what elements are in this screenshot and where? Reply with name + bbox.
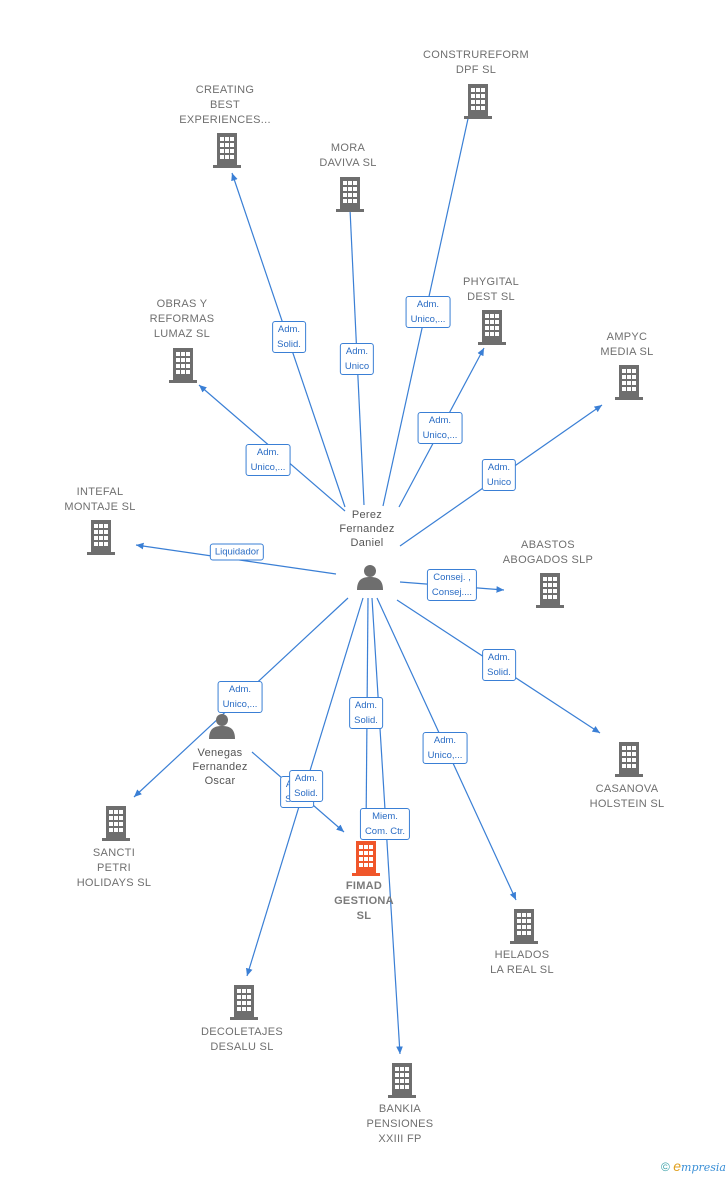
- building-icon-fimad[interactable]: [352, 841, 380, 876]
- edge-label-perez-casanova[interactable]: Adm. Solid.: [482, 649, 516, 681]
- brand-logo-initial: e: [673, 1158, 682, 1174]
- company-label-phygital[interactable]: PHYGITAL DEST SL: [463, 276, 519, 303]
- company-label-sancti[interactable]: SANCTI PETRI HOLIDAYS SL: [76, 847, 152, 889]
- person-label-perez[interactable]: Perez Fernandez Daniel: [339, 509, 395, 549]
- company-label-decoletajes[interactable]: DECOLETAJES DESALU SL: [201, 1026, 283, 1053]
- edge-label-perez-abastos[interactable]: Consej. , Consej....: [426, 569, 478, 601]
- edge-label-perez-sancti[interactable]: Adm. Unico,...: [217, 681, 263, 713]
- building-icon-construreform[interactable]: [464, 84, 492, 119]
- building-icon-intefal[interactable]: [87, 520, 115, 555]
- nodes-layer: [87, 84, 643, 1098]
- person-icon-perez[interactable]: [357, 565, 383, 590]
- edge-label-venegas-fimad[interactable]: Adm. Solid.: [289, 770, 323, 802]
- company-label-creating[interactable]: CREATING BEST EXPERIENCES...: [179, 84, 271, 126]
- edge-label-perez-intefal[interactable]: Liquidador: [209, 543, 265, 561]
- building-icon-mora[interactable]: [336, 177, 364, 212]
- person-label-venegas[interactable]: Venegas Fernandez Oscar: [192, 747, 248, 787]
- edge-label-perez-phygital[interactable]: Adm. Unico,...: [417, 412, 463, 444]
- edge-label-perez-ampyc[interactable]: Adm. Unico: [481, 459, 517, 491]
- building-icon-ampyc[interactable]: [615, 365, 643, 400]
- company-label-ampyc[interactable]: AMPYC MEDIA SL: [600, 331, 654, 358]
- edge-label-perez-mora[interactable]: Adm. Unico: [339, 343, 375, 375]
- building-icon-decoletajes[interactable]: [230, 985, 258, 1020]
- building-icon-helados[interactable]: [510, 909, 538, 944]
- edge-label-perez-fimad[interactable]: Adm. Solid.: [349, 697, 383, 729]
- company-label-abastos[interactable]: ABASTOS ABOGADOS SLP: [502, 539, 594, 566]
- company-label-casanova[interactable]: CASANOVA HOLSTEIN SL: [589, 783, 665, 810]
- building-icon-phygital[interactable]: [478, 310, 506, 345]
- footer: © empresia: [661, 1158, 726, 1174]
- building-icon-obras[interactable]: [169, 348, 197, 383]
- edge-label-perez-bankia[interactable]: Miem. Com. Ctr.: [359, 808, 411, 840]
- company-label-bankia[interactable]: BANKIA PENSIONES XXIII FP: [366, 1103, 434, 1145]
- building-icon-creating[interactable]: [213, 133, 241, 168]
- company-label-mora[interactable]: MORA DAVIVA SL: [319, 142, 377, 169]
- edge-label-perez-construreform[interactable]: Adm. Unico,...: [405, 296, 451, 328]
- person-icon-venegas[interactable]: [209, 714, 235, 739]
- building-icon-sancti[interactable]: [102, 806, 130, 841]
- edge-label-perez-helados[interactable]: Adm. Unico,...: [422, 732, 468, 764]
- copyright-icon: ©: [661, 1160, 670, 1174]
- brand-logo[interactable]: mpresia: [681, 1161, 726, 1174]
- company-label-intefal[interactable]: INTEFAL MONTAJE SL: [64, 486, 136, 513]
- edge-label-perez-creating[interactable]: Adm. Solid.: [272, 321, 306, 353]
- company-label-obras[interactable]: OBRAS Y REFORMAS LUMAZ SL: [149, 298, 215, 340]
- edge-label-perez-obras[interactable]: Adm. Unico,...: [245, 444, 291, 476]
- building-icon-abastos[interactable]: [536, 573, 564, 608]
- company-label-fimad[interactable]: FIMAD GESTIONA SL: [334, 880, 394, 922]
- building-icon-casanova[interactable]: [615, 742, 643, 777]
- building-icon-bankia[interactable]: [388, 1063, 416, 1098]
- company-label-construreform[interactable]: CONSTRUREFORM DPF SL: [423, 49, 529, 76]
- company-label-helados[interactable]: HELADOS LA REAL SL: [490, 949, 554, 976]
